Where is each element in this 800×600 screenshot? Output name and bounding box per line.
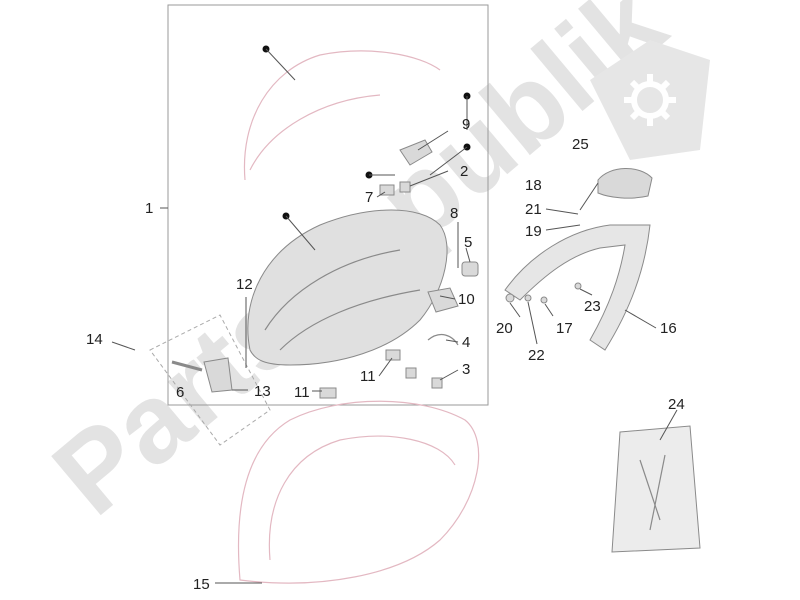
callout-13: 13 <box>254 383 271 400</box>
callout-2: 2 <box>460 163 468 180</box>
nut-part-20 <box>505 293 515 303</box>
callout-18: 18 <box>525 177 542 194</box>
backrest-part-25 <box>597 168 653 199</box>
callout-22: 22 <box>528 347 545 364</box>
screw-part-23 <box>574 282 582 290</box>
callout-11b: 11 <box>294 384 310 401</box>
callout-16: 16 <box>660 320 677 337</box>
callout-19: 19 <box>525 223 542 240</box>
dashed-guide <box>149 314 271 446</box>
cable-part-4 <box>427 333 459 346</box>
pad-part-11b <box>319 387 337 399</box>
seat-cover-outline <box>243 50 441 181</box>
callout-5: 5 <box>464 234 472 251</box>
washer-part-22 <box>524 294 532 302</box>
tool-kit-part-24 <box>611 425 701 553</box>
callout-12: 12 <box>236 276 253 293</box>
callout-labels: 1 2 3 4 5 6 7 8 9 10 11 11 12 13 14 15 1… <box>86 116 685 593</box>
callout-7: 7 <box>365 189 373 206</box>
seat <box>247 209 448 366</box>
callout-10: 10 <box>458 291 475 308</box>
callout-15: 15 <box>193 576 210 593</box>
callout-21: 21 <box>525 201 542 218</box>
callout-11a: 11 <box>360 368 376 385</box>
lock-part-5 <box>461 261 479 277</box>
pin-part-6 <box>171 360 203 372</box>
callout-17: 17 <box>556 320 573 337</box>
bush-part-7 <box>379 184 395 196</box>
spacer-part-3b <box>431 377 443 389</box>
leader-lines <box>111 45 678 584</box>
callout-24: 24 <box>668 396 685 413</box>
callout-1: 1 <box>145 200 153 217</box>
callout-6: 6 <box>176 384 184 401</box>
callout-20: 20 <box>496 320 513 337</box>
pad-part-11a <box>385 349 401 361</box>
callout-25: 25 <box>572 136 589 153</box>
spacer-part-3a <box>405 367 417 379</box>
callout-23: 23 <box>584 298 601 315</box>
gear-icon <box>590 40 710 160</box>
clip-part-2 <box>399 181 411 193</box>
seat-assembly-frame <box>167 4 489 406</box>
callout-4: 4 <box>462 334 470 351</box>
latch-part-10 <box>427 287 459 313</box>
callout-14: 14 <box>86 331 103 348</box>
callout-9: 9 <box>462 116 470 133</box>
rear-rack-part-16 <box>504 224 651 351</box>
callout-3: 3 <box>462 361 470 378</box>
callout-8: 8 <box>450 205 458 222</box>
helmet-compartment <box>237 400 480 584</box>
bolt-part-17 <box>540 296 548 304</box>
